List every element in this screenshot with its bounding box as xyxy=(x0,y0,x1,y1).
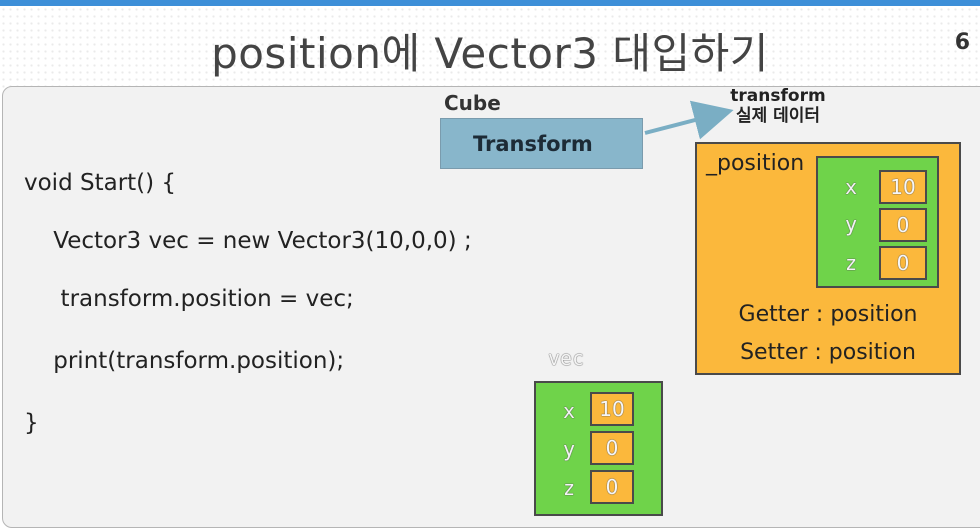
header-dot-pattern xyxy=(0,6,980,96)
position-z-label: z xyxy=(844,251,858,275)
top-accent-bar xyxy=(0,0,980,6)
real-data-label-line1: transform xyxy=(730,86,826,106)
position-y-value: 0 xyxy=(879,208,927,242)
getter-label: Getter : position xyxy=(738,302,918,327)
code-line-3: transform.position = vec; xyxy=(24,286,354,312)
vec-x-label: x xyxy=(562,399,576,423)
transform-box: Transform xyxy=(440,118,643,169)
transform-label: Transform xyxy=(473,131,593,156)
page-number: 6 xyxy=(954,30,970,55)
cube-label: Cube xyxy=(444,91,501,115)
vec-y-value: 0 xyxy=(590,431,634,465)
real-data-label-line2: 실제 데이터 xyxy=(735,106,821,126)
vec-z-value: 0 xyxy=(590,470,634,504)
position-z-value: 0 xyxy=(879,246,927,280)
setter-label: Setter : position xyxy=(740,340,916,365)
code-line-4: print(transform.position); xyxy=(24,348,345,374)
vec-label: vec xyxy=(548,346,585,370)
vec-z-label: z xyxy=(562,476,576,500)
position-y-label: y xyxy=(844,212,858,236)
slide-title: position에 Vector3 대입하기 xyxy=(211,29,769,78)
code-line-5: } xyxy=(24,410,39,436)
code-line-2: Vector3 vec = new Vector3(10,0,0) ; xyxy=(24,228,472,254)
position-x-label: x xyxy=(844,175,858,199)
vec-x-value: 10 xyxy=(590,392,634,426)
position-x-value: 10 xyxy=(879,170,927,204)
real-data-label: transform 실제 데이터 xyxy=(718,86,838,126)
position-field-label: _position xyxy=(706,151,805,176)
vec-y-label: y xyxy=(562,437,576,461)
code-line-1: void Start() { xyxy=(24,170,177,196)
